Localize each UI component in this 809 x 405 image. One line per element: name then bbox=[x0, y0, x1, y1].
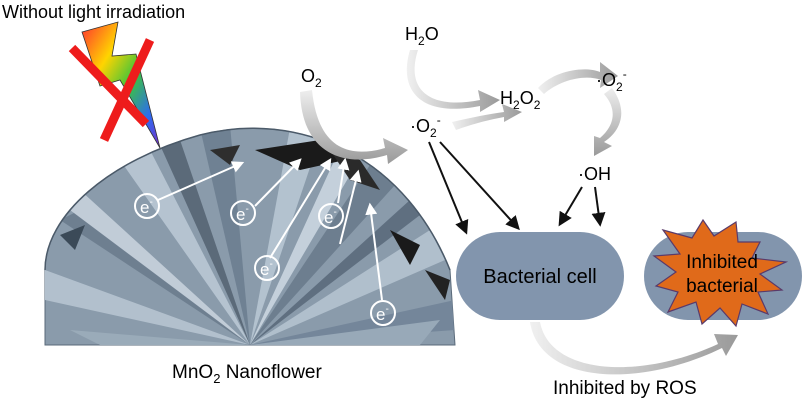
svg-text:e-: e- bbox=[236, 204, 249, 224]
arrow-superoxide-to-h2o2 bbox=[452, 104, 522, 130]
electron-5: e- bbox=[370, 300, 396, 326]
o2-label: O2 bbox=[301, 66, 322, 90]
arrow-o2-to-superoxide bbox=[300, 90, 408, 164]
electron-4: e- bbox=[318, 203, 344, 229]
h2o2-label: H2O2 bbox=[500, 88, 541, 112]
superoxide-label-left: ·O2- bbox=[410, 113, 441, 140]
hydroxyl-label: ·OH bbox=[578, 164, 611, 184]
inhibited-by-ros-caption: Inhibited by ROS bbox=[553, 378, 697, 399]
svg-text:e-: e- bbox=[140, 197, 153, 217]
electron-2: e- bbox=[230, 200, 256, 226]
svg-text:e-: e- bbox=[376, 304, 389, 324]
gray-flow-arrows bbox=[300, 50, 738, 375]
red-cross-icon bbox=[68, 38, 155, 142]
electron-arrow-6 bbox=[365, 202, 383, 301]
arrow-cell-to-inhibited bbox=[530, 322, 738, 375]
mno2-nanoflower bbox=[44, 127, 456, 346]
black-arrows bbox=[428, 141, 606, 235]
electron-arrow-1 bbox=[157, 161, 245, 201]
electron-arrow-2 bbox=[254, 158, 302, 207]
electron-arrow-5 bbox=[339, 169, 362, 245]
bacterial-cell: Bacterial cell bbox=[456, 232, 624, 320]
inhibited-label-line1: Inhibited bbox=[686, 252, 758, 273]
electron-arrows bbox=[157, 157, 383, 301]
electron-1: e- bbox=[134, 193, 160, 219]
svg-text:e-: e- bbox=[260, 259, 273, 279]
inhibited-label-line2: bacterial bbox=[686, 276, 758, 297]
electron-arrow-3 bbox=[269, 157, 332, 259]
arrow-h2o-to-h2o2 bbox=[406, 50, 500, 112]
arrow-superoxide-to-cell-2 bbox=[439, 141, 520, 231]
arrow-hydroxyl-to-cell-2 bbox=[591, 186, 606, 227]
superoxide-label-right: ·O2- bbox=[596, 67, 627, 94]
arrow-superoxide-to-hydroxyl bbox=[594, 88, 622, 156]
nanoflower-petals bbox=[45, 128, 455, 345]
bacterial-cell-label: Bacterial cell bbox=[483, 266, 596, 288]
arrow-hydroxyl-to-cell-1 bbox=[558, 186, 583, 227]
arrow-superoxide-to-cell-1 bbox=[428, 141, 469, 235]
electron-3: e- bbox=[254, 255, 280, 281]
top-left-caption: Without light irradiation bbox=[2, 2, 185, 22]
burst-star-icon bbox=[652, 218, 789, 328]
electron-arrow-4 bbox=[337, 157, 350, 204]
nanoflower-caption: MnO2 Nanoflower bbox=[172, 362, 322, 386]
svg-text:e-: e- bbox=[324, 207, 337, 227]
arrow-h2o2-to-superoxide bbox=[538, 62, 618, 94]
inhibited-bacterial-cell: Inhibited bacterial bbox=[644, 218, 802, 328]
electron-markers: e- e- e- e- e- bbox=[134, 193, 396, 326]
h2o-label: H2O bbox=[405, 24, 439, 48]
